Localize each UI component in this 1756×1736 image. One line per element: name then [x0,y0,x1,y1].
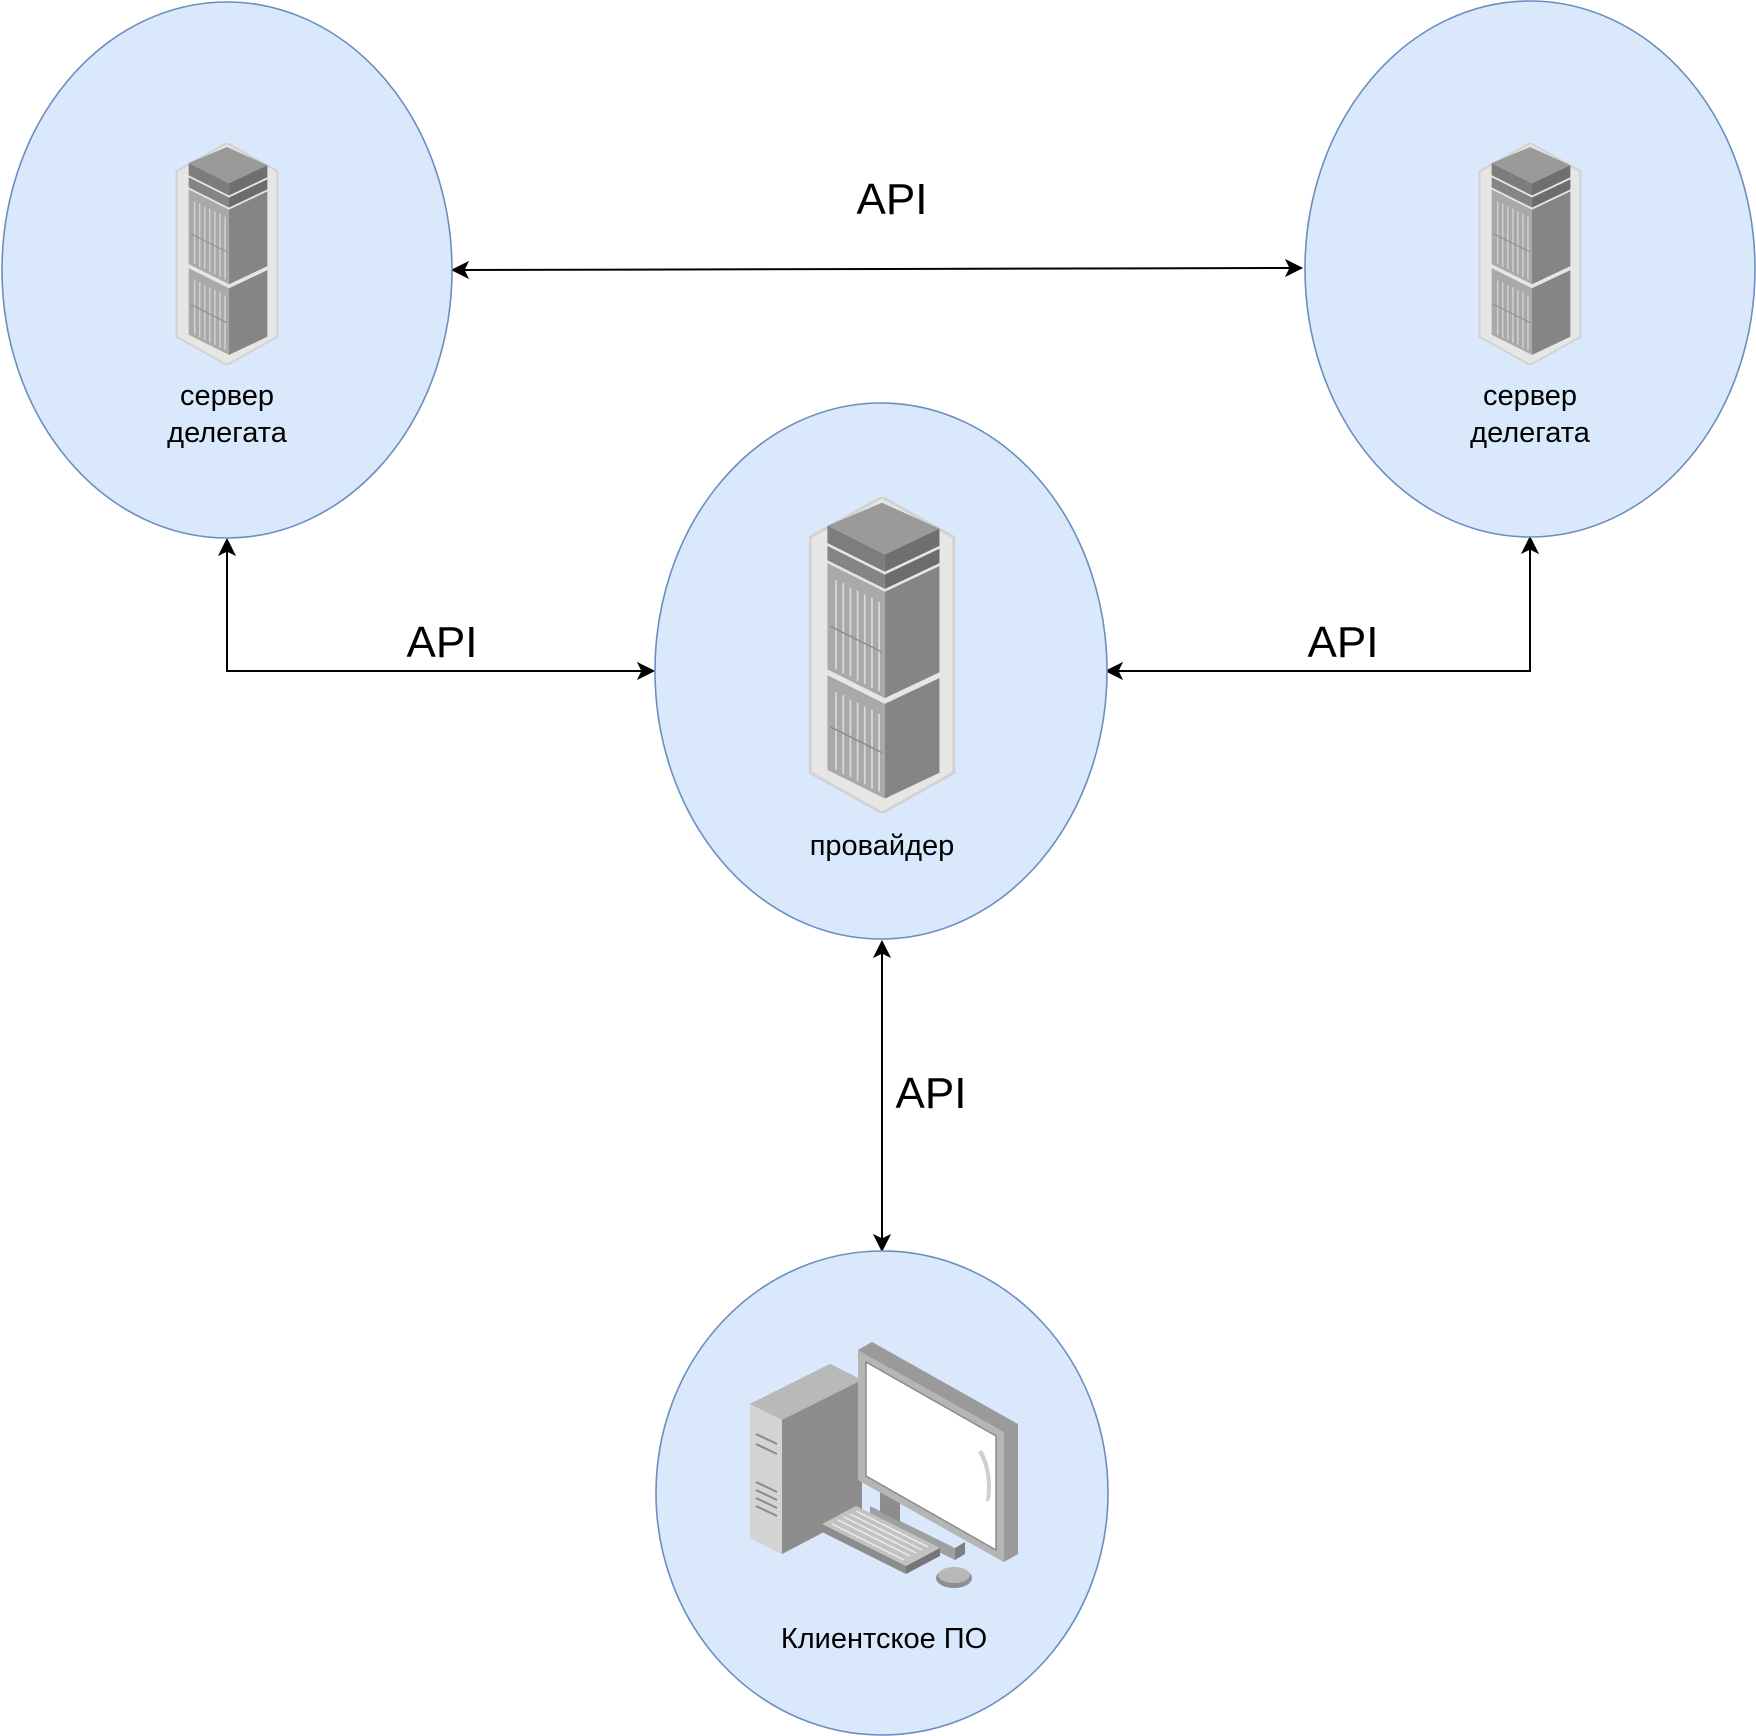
node-label-line-2: делегата [1470,417,1591,449]
node-label-line-1: сервер [180,380,274,412]
edge-provider-to-client: API [872,939,967,1253]
server-rack-icon [1478,143,1582,365]
connector-line [1116,548,1531,672]
edge-label-api: API [857,175,928,224]
node-label: провайдер [810,830,955,862]
edge-delegate-left-to-delegate-right: API [450,175,1304,280]
edge-label-api: API [1308,618,1379,667]
node-provider[interactable]: провайдер [654,402,1108,940]
arrowhead [217,537,237,557]
arrowhead [1104,661,1124,681]
edge-label-api: API [407,618,478,667]
arrowhead [1520,535,1540,555]
server-rack-icon [808,497,956,813]
edge-label-api: API [896,1069,967,1118]
node-label-line-2: делегата [167,417,288,449]
connector-line [461,267,1293,271]
edge-delegate-right-to-provider: API [1104,535,1540,681]
arrowhead [636,661,656,681]
arrowhead [450,260,470,280]
node-label-line-1: сервер [1483,380,1577,412]
arrowhead [872,939,892,959]
node-client-software[interactable]: Клиентское ПО [655,1250,1109,1736]
arrowhead [872,1233,892,1253]
connector-line [226,550,644,672]
arrowhead [1284,258,1304,278]
node-delegate-server-right[interactable]: сервер делегата [1304,0,1756,538]
server-rack-icon [175,143,279,365]
edge-delegate-left-to-provider: API [217,537,656,681]
node-label: Клиентское ПО [781,1623,987,1655]
node-delegate-server-left[interactable]: сервер делегата [1,1,453,539]
